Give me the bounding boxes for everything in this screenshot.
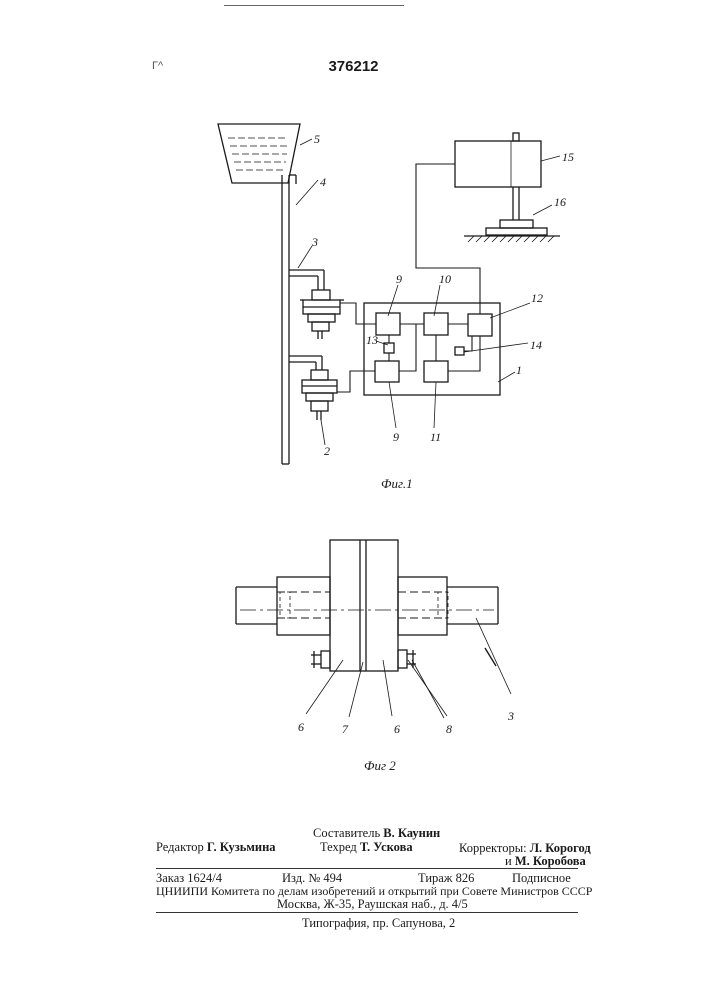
fig2-leader-lines xyxy=(306,618,511,718)
block-9-upper xyxy=(376,313,400,335)
sensor-upper xyxy=(300,290,344,339)
fig2-labels: 6 7 6 8 3 xyxy=(298,709,514,736)
fig2-bolts-8 xyxy=(311,650,416,668)
composer-role: Составитель xyxy=(313,826,380,840)
fig2-flanges xyxy=(330,540,398,671)
label-6-left: 6 xyxy=(298,720,304,734)
fig2-sleeve-right xyxy=(398,577,447,635)
label-16: 16 xyxy=(554,195,566,209)
block-11 xyxy=(424,361,448,382)
figure-1-caption: Фиг.1 xyxy=(381,476,413,492)
label-3-fig2: 3 xyxy=(507,709,514,723)
label-15: 15 xyxy=(562,150,574,164)
corrector-name-2: М. Коробова xyxy=(515,854,586,868)
label-5: 5 xyxy=(314,132,320,146)
block-14 xyxy=(455,347,464,355)
label-14: 14 xyxy=(530,338,542,352)
fig1-labels: 5 4 3 9 10 12 13 14 1 9 11 2 15 16 xyxy=(311,132,574,458)
fig2-pipe-3 xyxy=(236,587,498,624)
techred-credit: Техред Т. Ускова xyxy=(320,840,413,855)
sensor-lower xyxy=(302,370,337,420)
tank-5 xyxy=(218,124,300,183)
branch-pipe-lower xyxy=(289,356,322,370)
figure-2: 6 7 6 8 3 xyxy=(236,540,514,736)
branch-pipe-upper xyxy=(289,270,324,290)
label-7: 7 xyxy=(342,722,349,736)
block-9-lower xyxy=(375,361,399,382)
composer-name: В. Каунин xyxy=(383,826,440,840)
corrector-name-1: Л. Корогод xyxy=(530,841,591,855)
main-pipe-4 xyxy=(282,175,296,464)
block-10 xyxy=(424,313,448,335)
label-6-right: 6 xyxy=(394,722,400,736)
label-9-bottom: 9 xyxy=(393,430,399,444)
publisher-address: Москва, Ж-35, Раушская наб., д. 4/5 xyxy=(277,897,468,912)
stand-16 xyxy=(464,187,560,242)
block-12 xyxy=(468,314,492,336)
techred-role: Техред xyxy=(320,840,357,854)
figure-2-caption: Фиг 2 xyxy=(364,758,396,774)
label-2: 2 xyxy=(324,444,330,458)
label-4: 4 xyxy=(320,175,326,189)
label-11: 11 xyxy=(430,430,441,444)
printer: Типография, пр. Сапунова, 2 xyxy=(302,916,455,931)
label-1: 1 xyxy=(516,363,522,377)
leader-lines xyxy=(296,139,560,445)
correctors-role: Корректоры: xyxy=(459,841,527,855)
figure-1: 5 4 3 9 10 12 13 14 1 9 11 2 15 16 xyxy=(218,124,574,464)
fig2-sleeve-left xyxy=(277,577,330,635)
label-13: 13 xyxy=(366,333,378,347)
printer-rule xyxy=(156,912,578,913)
techred-name: Т. Ускова xyxy=(360,840,413,854)
correctors-conj: и xyxy=(505,854,512,868)
composer-credit: Составитель В. Каунин xyxy=(313,826,440,841)
editor-role: Редактор xyxy=(156,840,204,854)
label-9-top: 9 xyxy=(396,272,402,286)
correctors-credit-line2: и М. Коробова xyxy=(505,854,586,869)
colophon-rule xyxy=(156,868,578,869)
editor-credit: Редактор Г. Кузьмина xyxy=(156,840,276,855)
label-10: 10 xyxy=(439,272,451,286)
label-8: 8 xyxy=(446,722,452,736)
recorder-15 xyxy=(455,133,541,187)
label-3: 3 xyxy=(311,235,318,249)
signal-wires xyxy=(337,164,480,392)
editor-name: Г. Кузьмина xyxy=(207,840,276,854)
label-12: 12 xyxy=(531,291,543,305)
